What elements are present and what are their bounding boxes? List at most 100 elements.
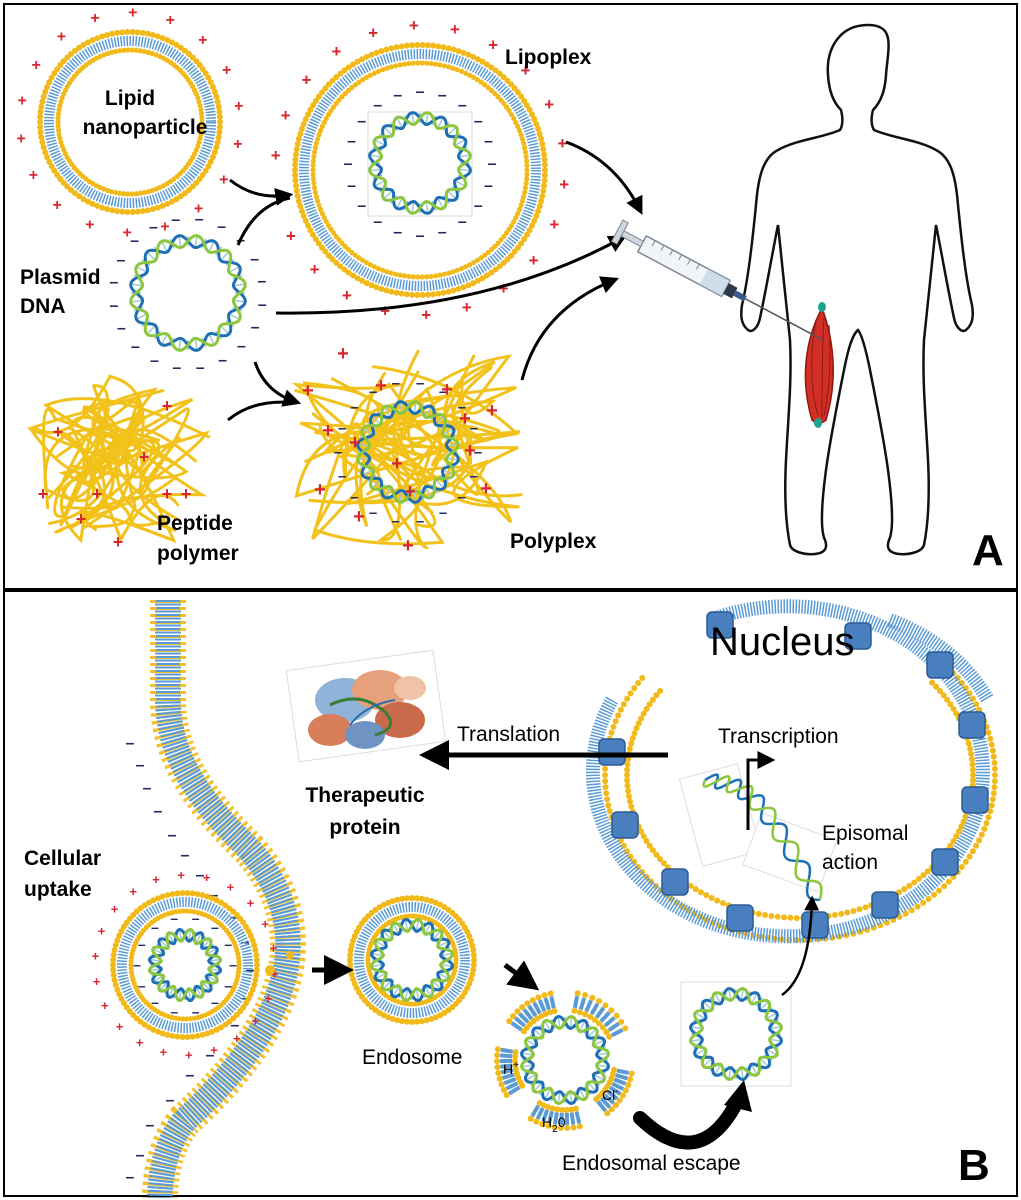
lipid-head-inner xyxy=(521,194,527,200)
lipid-head-outer xyxy=(541,161,548,168)
lipid-head-inner xyxy=(384,65,390,71)
lipid-head xyxy=(608,1007,615,1014)
dna-strand-b xyxy=(129,234,247,352)
lipid-head xyxy=(512,1053,519,1060)
minus-charge: – xyxy=(357,198,366,215)
minus-charge: – xyxy=(258,297,267,314)
lipid-head xyxy=(620,701,627,708)
lipid-head-outer xyxy=(209,83,216,90)
base-pair xyxy=(459,168,470,172)
lipid-tail xyxy=(607,1021,620,1032)
lipid-head xyxy=(649,696,656,703)
lipid-head-outer xyxy=(535,208,542,215)
base-pair xyxy=(220,252,229,261)
base-pair xyxy=(435,416,444,425)
plus-charge: + xyxy=(113,532,124,552)
base-pair xyxy=(178,930,182,941)
plus-charge: + xyxy=(404,481,416,503)
base-pair xyxy=(384,127,393,136)
lipid-head-outer xyxy=(217,119,223,125)
lipid-head-outer xyxy=(523,231,530,238)
lipid-head-outer xyxy=(312,97,319,104)
plus-charge: + xyxy=(38,484,49,504)
base-pair xyxy=(526,1074,536,1081)
lipid-head-outer xyxy=(378,285,385,292)
plus-charge: + xyxy=(337,343,349,365)
lipid-head xyxy=(514,1008,521,1015)
lipid-head-inner xyxy=(198,111,205,117)
lipid-head xyxy=(991,759,998,766)
lipid-head xyxy=(625,787,632,794)
lipid-head xyxy=(631,685,638,692)
lipid-head-inner xyxy=(328,226,334,232)
lipid-head-outer xyxy=(319,89,326,96)
lipid-head xyxy=(510,1013,517,1020)
lipid-head-outer xyxy=(305,111,312,118)
plus-charge: + xyxy=(558,134,568,153)
lipid-head xyxy=(591,1016,598,1023)
lipid-head-outer xyxy=(540,187,547,194)
lipid-head-outer xyxy=(471,957,477,963)
lipid-head-outer xyxy=(89,37,96,44)
base-pair xyxy=(370,154,381,158)
lipid-head-inner xyxy=(511,115,517,122)
lipid-head-inner xyxy=(522,149,529,155)
lipid-head-inner xyxy=(319,210,325,217)
minus-charge: – xyxy=(474,198,483,215)
nuclear-pore xyxy=(844,622,872,650)
lipid-head xyxy=(574,990,581,997)
lipid-head-outer xyxy=(155,895,162,902)
lipid-head xyxy=(862,904,869,911)
lipid-head-outer xyxy=(80,196,87,203)
plasmid-ring xyxy=(356,400,460,504)
lipid-head-outer xyxy=(40,93,47,100)
lipid-tail xyxy=(535,1107,545,1120)
lipid-head-outer xyxy=(39,98,46,105)
lipid-head-inner xyxy=(478,255,484,261)
lipid-head-inner xyxy=(188,1016,194,1022)
base-pair xyxy=(159,939,168,948)
lipid-head-outer xyxy=(104,31,111,38)
lipid-head xyxy=(631,730,638,737)
minus-charge: – xyxy=(126,1169,135,1186)
lipid-head-outer xyxy=(350,61,357,68)
lipid-head-outer xyxy=(193,58,200,65)
lipid-head-outer xyxy=(150,897,157,904)
base-pair xyxy=(455,139,465,146)
lipid-head-inner xyxy=(401,273,407,279)
minus-charge: – xyxy=(117,320,126,337)
lipid-head-outer xyxy=(341,266,348,273)
membrane-tails-inner xyxy=(148,600,301,1199)
minus-charge: – xyxy=(438,87,447,104)
lipid-head-outer xyxy=(378,48,385,55)
base-pair xyxy=(695,1049,706,1056)
lipid-head xyxy=(622,1025,629,1032)
lipid-head xyxy=(947,701,954,708)
lipid-head xyxy=(593,1096,600,1103)
lipid-head-inner xyxy=(415,274,421,280)
lipid-head-inner xyxy=(397,272,403,278)
anionic-charges: ––––––––––––––––––– xyxy=(126,735,255,1186)
lipid-head xyxy=(494,1064,501,1071)
minus-charge: – xyxy=(251,319,260,336)
lipid-head xyxy=(978,831,985,838)
minus-charge: – xyxy=(146,1117,155,1134)
lipid-head-outer xyxy=(37,119,43,125)
lipid-head-inner xyxy=(345,87,352,94)
lipid-head-inner xyxy=(56,107,62,113)
lipid-head xyxy=(506,1018,513,1025)
minus-charge: – xyxy=(369,505,377,522)
lipid-head-inner xyxy=(380,67,386,73)
base-pair xyxy=(188,989,192,1000)
lipid-head xyxy=(643,705,650,712)
minus-charge: – xyxy=(109,274,118,291)
lipid-head xyxy=(962,858,969,865)
lipid-head-outer xyxy=(251,942,258,949)
lipid-head-outer xyxy=(51,70,58,77)
minus-charge: – xyxy=(484,178,493,195)
lipid-head-outer xyxy=(110,972,117,979)
base-pair xyxy=(202,982,211,991)
lipid-head-outer xyxy=(251,981,258,988)
lipid-head xyxy=(844,909,851,916)
lipid-head xyxy=(941,883,948,890)
